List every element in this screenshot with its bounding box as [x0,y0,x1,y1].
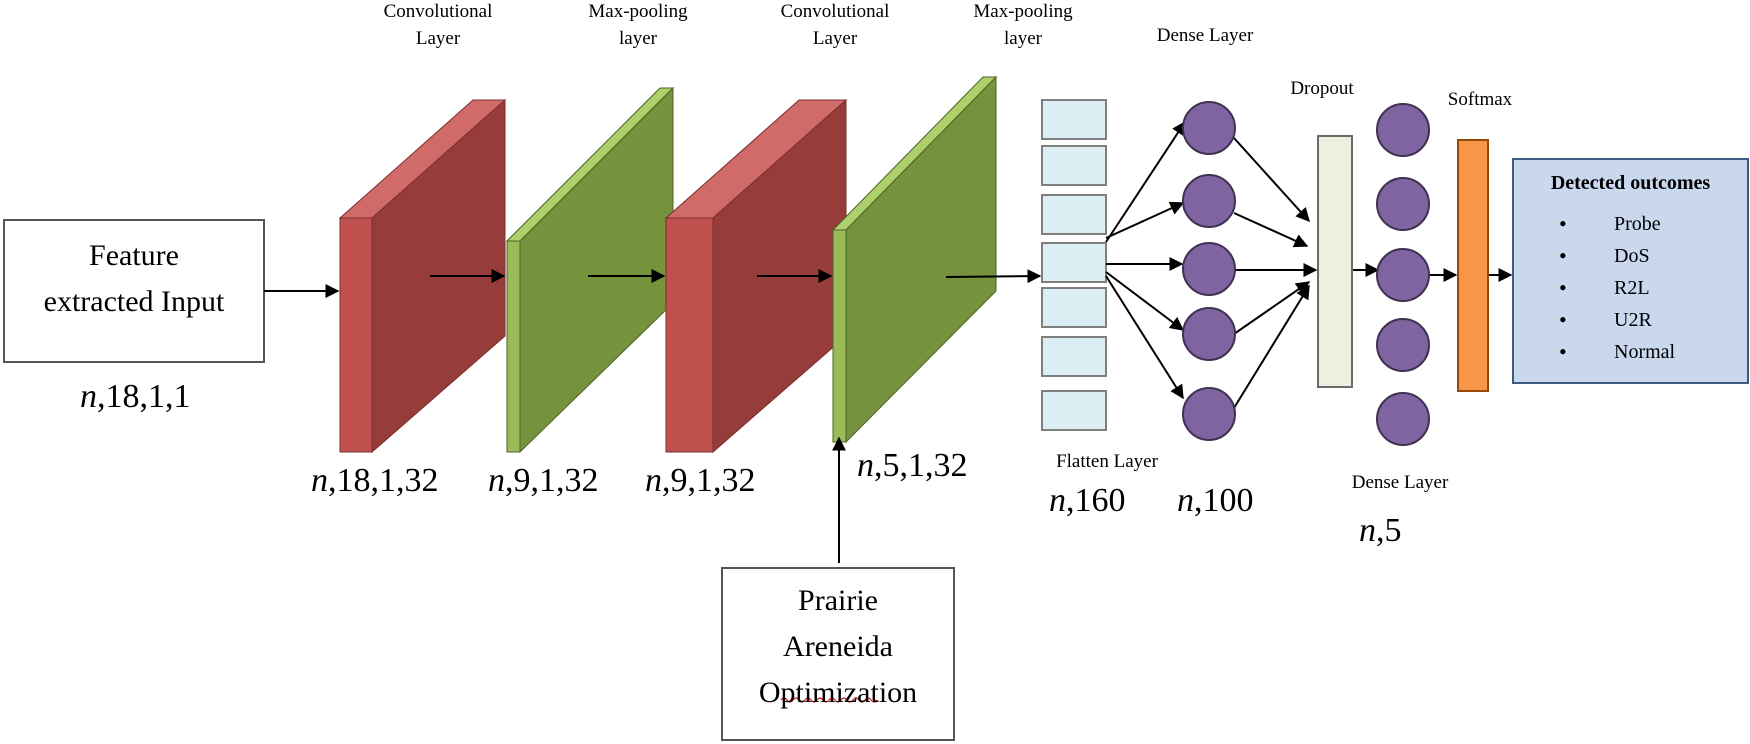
neuron [1182,387,1236,441]
neuron [1376,103,1430,157]
max-pooling-layer-2-dimension: n,5,1,32 [857,447,968,484]
flatten-layer-cells [1041,99,1107,431]
optimizer-box-line3: Optimization [758,676,918,709]
neuron [1376,318,1430,372]
neuron [1376,177,1430,231]
neuron [1376,248,1430,302]
dense-layer-1-neurons [1182,101,1236,441]
spellcheck-underline [780,697,878,703]
outcome-item: Probe [1559,208,1675,240]
dropout-bar [1317,135,1353,388]
optimizer-box-line2: Areneida [783,630,893,663]
dense-layer-2-dimension: n,5 [1359,512,1402,549]
neuron [1182,101,1236,155]
softmax-bar [1457,139,1489,392]
dense-layer-2-neurons [1376,103,1430,446]
dense-layer-2-label: Dense Layer [1351,472,1449,493]
max-pooling-layer-1-block [505,86,675,454]
input-box-frame [3,219,265,363]
neuron [1182,307,1236,361]
outcome-item: R2L [1559,272,1675,304]
flatten-layer-label: Flatten Layer [1056,451,1158,472]
outcome-item: U2R [1559,304,1675,336]
neuron [1376,392,1430,446]
detected-outcomes-box: Detected outcomes Probe DoS R2L U2R Norm… [1512,158,1749,384]
detected-outcomes-list: Probe DoS R2L U2R Normal [1559,208,1675,368]
flow-arrows [264,120,1513,563]
dense-layer-1-label: Dense Layer [1156,25,1254,46]
detected-outcomes-title: Detected outcomes [1550,172,1711,194]
flatten-layer-dimension: n,160 [1049,482,1126,519]
input-box-line2: extracted Input [43,285,225,318]
optimizer-box-line1: Prairie [798,584,878,617]
dropout-label: Dropout [1290,78,1354,99]
input-box-line1: Feature [89,239,179,272]
softmax-label: Softmax [1447,89,1513,110]
neuron [1182,174,1236,228]
max-pooling-layer-2-block [831,75,998,444]
optimizer-box: Prairie Areneida Optimization [722,578,954,716]
conv-layer-2-dimension: n,9,1,32 [645,462,756,499]
max-pooling-layer-1-dimension: n,9,1,32 [488,462,599,499]
outcome-item: Normal [1559,336,1675,368]
input-dimension: n,18,1,1 [80,378,191,415]
dense-layer-1-dimension: n,100 [1177,482,1254,519]
outcome-item: DoS [1559,240,1675,272]
input-box: Feature extracted Input [4,233,264,325]
neuron [1182,242,1236,296]
conv-layer-1-dimension: n,18,1,32 [311,462,439,499]
optimizer-box-frame [721,567,955,741]
